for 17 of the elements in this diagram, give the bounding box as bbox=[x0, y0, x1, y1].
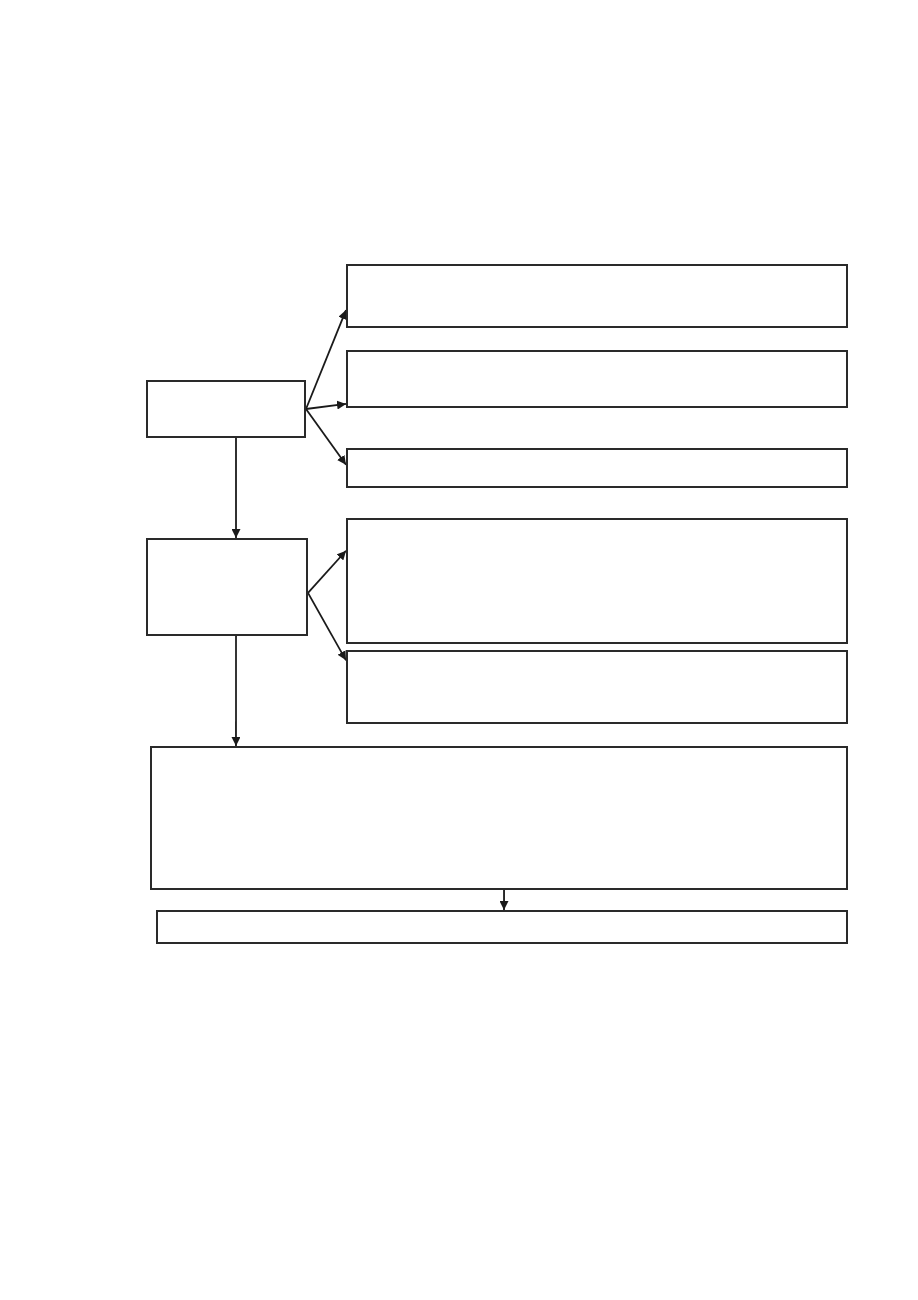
process-box bbox=[156, 910, 848, 944]
process-box bbox=[346, 518, 848, 644]
arrow bbox=[307, 592, 347, 662]
process-box bbox=[346, 650, 848, 724]
arrow bbox=[305, 408, 347, 466]
arrow bbox=[231, 635, 241, 747]
process-box bbox=[346, 264, 848, 328]
process-box bbox=[150, 746, 848, 890]
arrow bbox=[307, 549, 347, 594]
process-box bbox=[146, 380, 306, 438]
process-box bbox=[346, 350, 848, 408]
arrow bbox=[305, 309, 347, 410]
process-box bbox=[346, 448, 848, 488]
arrow bbox=[499, 889, 509, 911]
process-box bbox=[146, 538, 308, 636]
arrow bbox=[231, 437, 241, 539]
arrow bbox=[305, 400, 347, 410]
